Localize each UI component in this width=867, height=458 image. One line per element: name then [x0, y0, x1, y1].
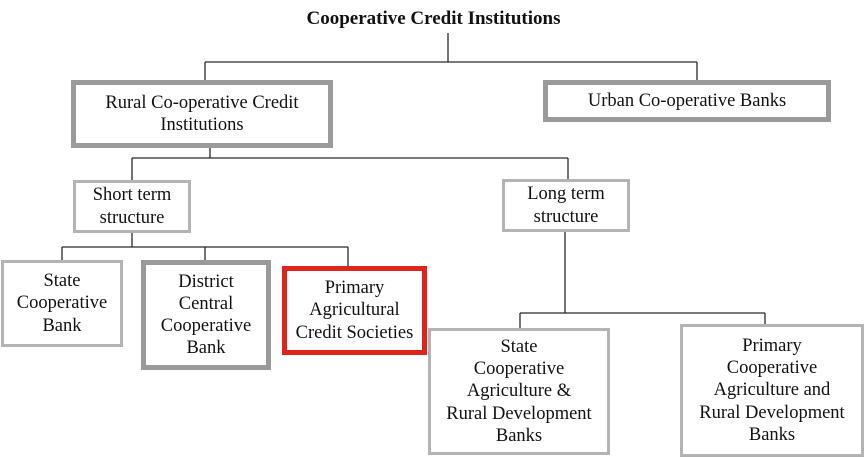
node-short-term-structure: Short term structure [73, 180, 191, 233]
node-district-central-cooperative-bank: District Central Cooperative Bank [141, 260, 271, 370]
diagram-title: Cooperative Credit Institutions [306, 8, 561, 29]
node-long-term-structure: Long term structure [502, 179, 630, 232]
node-state-cooperative-bank: State Cooperative Bank [1, 260, 123, 347]
connector-shortterm-to-children [61, 232, 349, 268]
node-rural-cooperative-credit-institutions: Rural Co-operative Credit Institutions [71, 80, 333, 148]
connector-title-to-level1 [204, 33, 698, 82]
node-primary-agricultural-credit-societies: Primary Agricultural Credit Societies [282, 266, 427, 355]
node-urban-cooperative-banks: Urban Co-operative Banks [543, 80, 831, 122]
node-state-cooperative-agriculture-rural-development-banks: State Cooperative Agriculture & Rural De… [428, 328, 610, 455]
connector-longterm-to-children [519, 231, 766, 330]
connector-rural-to-structures [131, 146, 569, 182]
node-primary-cooperative-agriculture-rural-development-banks: Primary Cooperative Agriculture and Rura… [680, 324, 864, 457]
